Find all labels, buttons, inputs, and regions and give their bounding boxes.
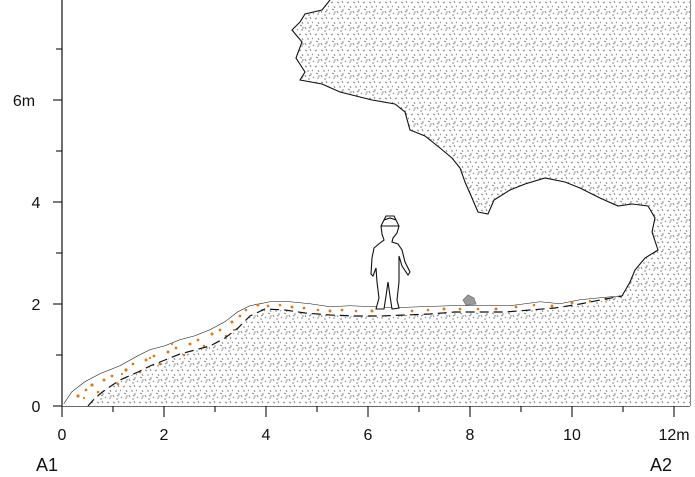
x-tick-label-8: 8	[466, 427, 475, 444]
sediment-dots	[76, 297, 608, 400]
section-label-a1: A1	[36, 455, 58, 475]
x-tick-label-10: 10	[563, 427, 581, 444]
cave-ceiling-outline	[291, 0, 659, 297]
x-tick-label-6: 6	[364, 427, 373, 444]
x-tick-label-12m: 12m	[658, 427, 689, 444]
sediment-layer	[64, 296, 622, 406]
y-tick-label-2: 2	[32, 297, 41, 314]
rock-fill	[62, 0, 690, 406]
y-tick-label-4: 4	[32, 195, 41, 212]
y-tick-label-0: 0	[32, 399, 41, 416]
sediment-base-dashed-line	[87, 295, 623, 406]
y-tick-label-6m: 6m	[13, 93, 35, 110]
x-axis	[61, 406, 675, 417]
stone	[462, 294, 477, 306]
x-tick-label-2: 2	[160, 427, 169, 444]
section-label-a2: A2	[650, 455, 672, 475]
human-scale-figure	[370, 215, 411, 310]
x-tick-label-0: 0	[58, 427, 67, 444]
x-tick-label-4: 4	[262, 427, 271, 444]
y-axis	[53, 48, 62, 407]
